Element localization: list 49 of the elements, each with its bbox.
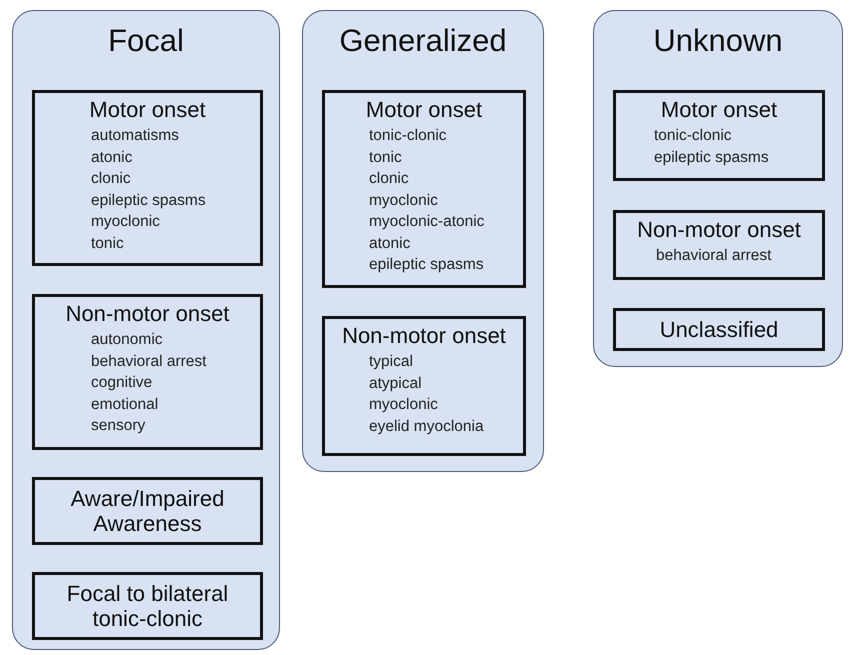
box-heading: Aware/Impaired Awareness bbox=[70, 486, 226, 536]
list-item: tonic bbox=[91, 234, 124, 254]
list-item: clonic bbox=[91, 169, 131, 189]
box-heading: Non-motor onset bbox=[636, 217, 802, 242]
list-item: behavioral arrest bbox=[91, 352, 206, 372]
list-item: typical bbox=[369, 352, 413, 372]
seizure-type-box bbox=[32, 90, 263, 266]
list-item: atypical bbox=[369, 374, 422, 394]
box-heading: Motor onset bbox=[88, 97, 207, 122]
list-item: epileptic spasms bbox=[91, 190, 206, 210]
box-heading: Focal to bilateral tonic-clonic bbox=[66, 581, 230, 631]
list-item: emotional bbox=[91, 394, 158, 414]
list-item: atonic bbox=[369, 234, 410, 254]
category-panel bbox=[302, 10, 544, 472]
list-item: clonic bbox=[369, 169, 409, 189]
panel-title: Focal bbox=[107, 23, 185, 59]
seizure-type-box bbox=[613, 210, 825, 280]
box-heading: Unclassified bbox=[658, 317, 780, 342]
list-item: myoclonic bbox=[369, 395, 438, 415]
panel-title: Unknown bbox=[652, 23, 784, 59]
list-item: tonic bbox=[369, 148, 402, 168]
seizure-type-box bbox=[32, 572, 263, 640]
seizure-type-box bbox=[322, 316, 526, 456]
list-item: tonic-clonic bbox=[654, 126, 732, 146]
list-item: tonic-clonic bbox=[369, 126, 447, 146]
box-heading: Motor onset bbox=[364, 97, 484, 122]
list-item: behavioral arrest bbox=[656, 246, 772, 266]
seizure-type-box bbox=[32, 294, 263, 450]
list-item: epileptic spasms bbox=[369, 255, 484, 275]
seizure-type-box bbox=[613, 90, 825, 181]
list-item: myoclonic bbox=[91, 212, 160, 232]
list-item: autonomic bbox=[91, 330, 163, 350]
seizure-type-box bbox=[322, 90, 526, 288]
box-heading: Non-motor onset bbox=[64, 301, 230, 326]
list-item: eyelid myoclonia bbox=[369, 416, 484, 436]
seizure-type-box bbox=[32, 477, 263, 545]
box-heading: Motor onset bbox=[660, 97, 778, 122]
list-item: cognitive bbox=[91, 373, 152, 393]
panel-title: Generalized bbox=[338, 23, 508, 59]
seizure-type-box bbox=[613, 308, 825, 351]
list-item: sensory bbox=[91, 416, 146, 436]
list-item: myoclonic-atonic bbox=[369, 212, 484, 232]
list-item: atonic bbox=[91, 148, 132, 168]
category-panel bbox=[593, 10, 843, 367]
list-item: automatisms bbox=[91, 126, 179, 146]
box-heading: Non-motor onset bbox=[341, 323, 507, 348]
category-panel bbox=[12, 10, 280, 650]
list-item: myoclonic bbox=[369, 190, 438, 210]
list-item: epileptic spasms bbox=[654, 148, 769, 168]
